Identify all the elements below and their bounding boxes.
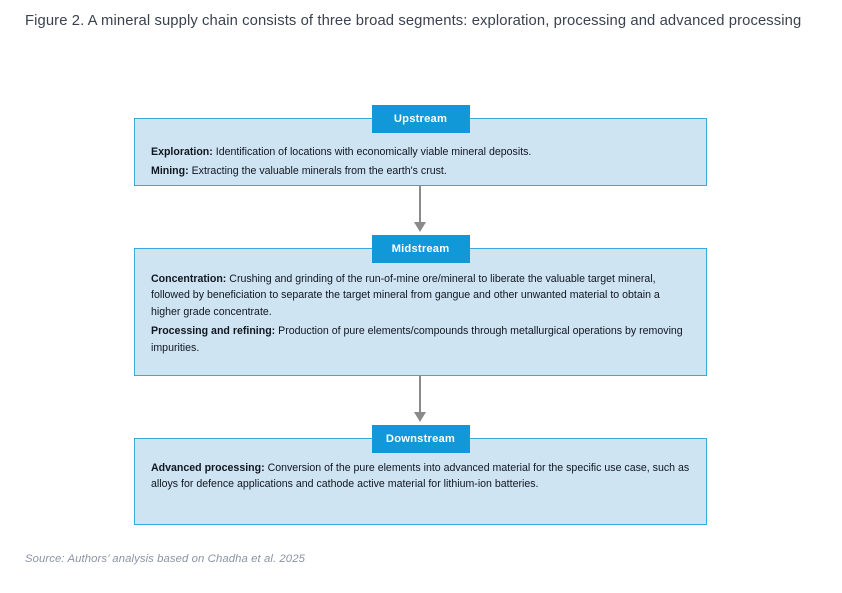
- segment-downstream: Downstream Advanced processing: Conversi…: [134, 425, 707, 525]
- segment-upstream: Upstream Exploration: Identification of …: [134, 105, 707, 186]
- segment-item: Concentration: Crushing and grinding of …: [151, 271, 690, 320]
- item-term: Processing and refining:: [151, 325, 276, 338]
- segment-item: Mining: Extracting the valuable minerals…: [151, 163, 690, 179]
- item-text: Extracting the valuable minerals from th…: [188, 165, 447, 178]
- item-term: Advanced processing:: [151, 462, 265, 474]
- item-text: Crushing and grinding of the run-of-mine…: [151, 273, 660, 318]
- item-text: Conversion of the pure elements into adv…: [151, 462, 690, 491]
- item-text: Identification of locations with economi…: [212, 146, 532, 158]
- segment-badge-upstream: Upstream: [371, 105, 470, 133]
- segment-midstream: Midstream Concentration: Crushing and gr…: [134, 235, 707, 376]
- figure-source: Source: Authors’ analysis based on Chadh…: [25, 553, 305, 565]
- segment-item: Advanced processing: Conversion of the p…: [151, 460, 690, 493]
- segment-badge-midstream: Midstream: [371, 235, 470, 263]
- arrow-shaft: [419, 186, 421, 224]
- segment-body-downstream: Advanced processing: Conversion of the p…: [151, 460, 690, 493]
- figure-title: Figure 2. A mineral supply chain consist…: [25, 13, 802, 29]
- segment-item: Processing and refining: Production of p…: [151, 323, 690, 356]
- item-term: Concentration:: [151, 273, 227, 285]
- arrow-head: [414, 222, 426, 232]
- arrow-down-icon-midstream-to-downstream: [413, 376, 427, 424]
- arrow-shaft: [419, 376, 421, 414]
- segment-badge-downstream: Downstream: [371, 425, 470, 453]
- segment-body-upstream: Exploration: Identification of locations…: [151, 144, 690, 180]
- arrow-head: [414, 412, 426, 422]
- segment-item: Exploration: Identification of locations…: [151, 144, 690, 160]
- item-term: Exploration:: [151, 146, 213, 158]
- item-term: Mining:: [151, 165, 189, 178]
- item-text: Production of pure elements/compounds th…: [151, 325, 683, 354]
- segment-body-midstream: Concentration: Crushing and grinding of …: [151, 271, 690, 356]
- arrow-down-icon-upstream-to-midstream: [413, 186, 427, 234]
